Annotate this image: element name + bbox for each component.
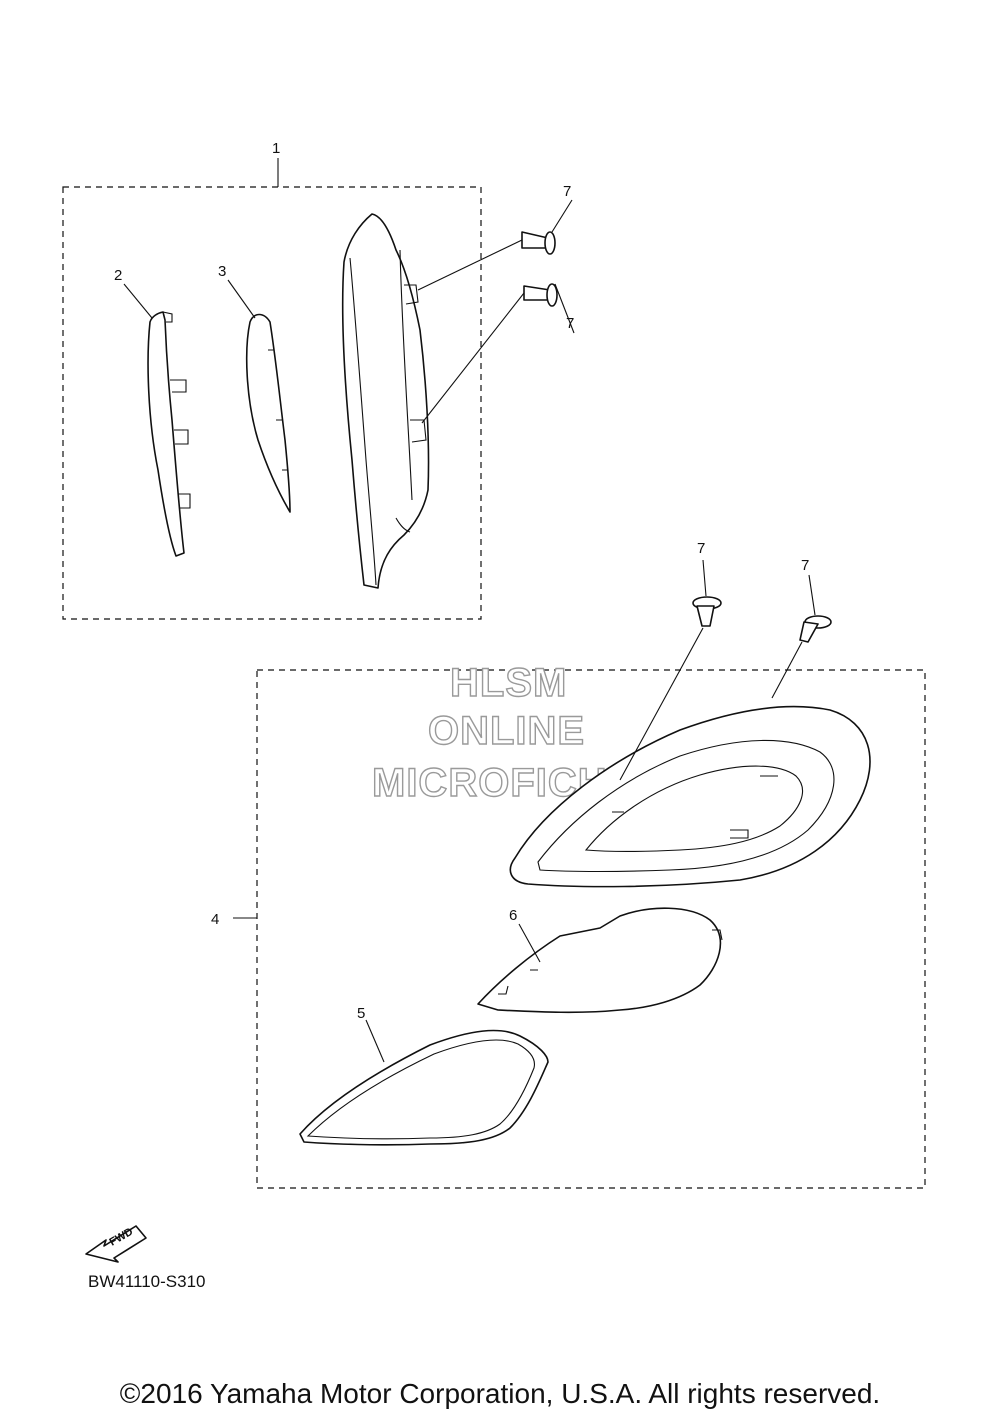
callout-2: 2 bbox=[114, 267, 122, 284]
assembly-4-housing-opening bbox=[584, 765, 804, 853]
callout-3: 3 bbox=[218, 263, 226, 280]
callout-1: 1 bbox=[272, 140, 280, 157]
screw-7-a bbox=[417, 199, 573, 291]
assembly-4-housing-rim bbox=[537, 739, 835, 873]
callout-7-a: 7 bbox=[563, 183, 571, 200]
copyright-notice: ©2016 Yamaha Motor Corporation, U.S.A. A… bbox=[119, 1378, 881, 1409]
drawing-code: BW41110-S310 bbox=[88, 1272, 206, 1291]
assembly-1-box bbox=[62, 186, 482, 620]
forward-arrow-icon: FWD bbox=[85, 1225, 147, 1263]
screw-7-d bbox=[771, 574, 832, 699]
watermark-line2: ONLINE bbox=[428, 709, 585, 753]
part-2-tabs bbox=[162, 311, 191, 509]
assembly-4-housing bbox=[509, 705, 871, 888]
part-6-notches bbox=[498, 929, 723, 995]
screw-7-c bbox=[619, 559, 722, 781]
callout-5: 5 bbox=[357, 1005, 365, 1022]
part-3-trim bbox=[245, 313, 291, 513]
part-6-gasket bbox=[477, 907, 722, 1014]
watermark-line1: HLSM bbox=[450, 661, 567, 705]
leader-6 bbox=[518, 923, 541, 963]
assembly-1-cover-detail bbox=[349, 249, 427, 586]
callout-7-c: 7 bbox=[697, 540, 705, 557]
leader-2 bbox=[123, 283, 153, 319]
callout-7-b: 7 bbox=[566, 315, 574, 332]
callout-4: 4 bbox=[211, 911, 219, 928]
leader-3 bbox=[227, 279, 256, 319]
assembly-4-housing-tabs bbox=[612, 775, 778, 839]
callout-7-d: 7 bbox=[801, 557, 809, 574]
part-3-tabs bbox=[268, 349, 288, 471]
part-2-cover bbox=[147, 311, 185, 557]
assembly-1-cover bbox=[341, 213, 430, 589]
part-5-lens bbox=[299, 1029, 549, 1146]
assembly-4-box bbox=[256, 669, 926, 1189]
leader-5 bbox=[365, 1019, 385, 1063]
callout-6: 6 bbox=[509, 907, 517, 924]
part-5-lens-inner bbox=[306, 1039, 536, 1140]
screw-7-b bbox=[421, 283, 575, 424]
